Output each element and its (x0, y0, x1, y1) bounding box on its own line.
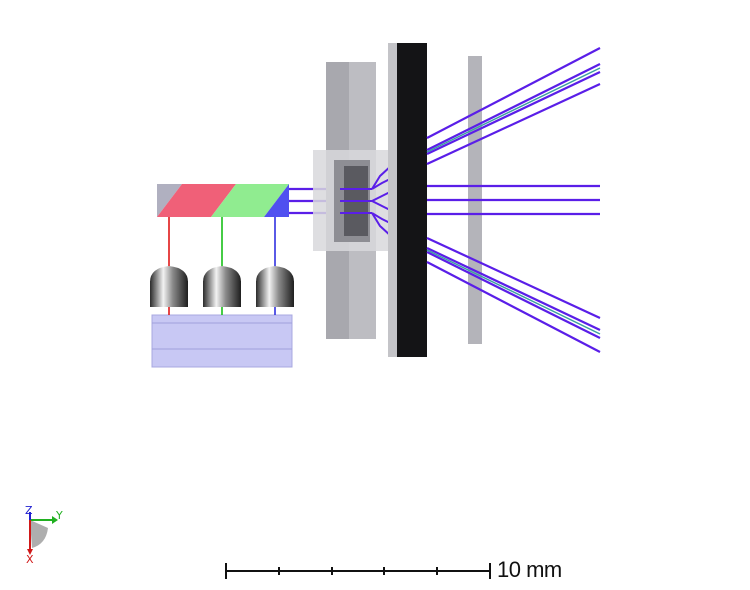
red-led-lens (150, 266, 188, 307)
blue-led-lens (256, 266, 294, 307)
output-rays-middle (427, 184, 600, 216)
x-axis-arrow (27, 549, 33, 555)
light-source-assembly (150, 184, 294, 368)
y-axis-arrow (52, 516, 58, 524)
led-base-plate (151, 314, 293, 368)
scale-bar (225, 563, 491, 579)
scale-bar-label: 10 mm (497, 557, 562, 582)
output-rays-lower (426, 237, 601, 353)
black-screen (397, 43, 427, 357)
y-axis-label: Y (55, 509, 63, 522)
cover-glass (388, 43, 398, 357)
axis-triad-disc (30, 520, 48, 548)
dichroic-combiner-prism (157, 184, 289, 217)
x-axis-label: X (26, 553, 34, 566)
z-axis-label: Z (25, 504, 33, 517)
green-led-lens (203, 266, 241, 307)
axis-triad[interactable]: Y Z X (25, 504, 63, 566)
output-rays-upper (426, 47, 601, 165)
